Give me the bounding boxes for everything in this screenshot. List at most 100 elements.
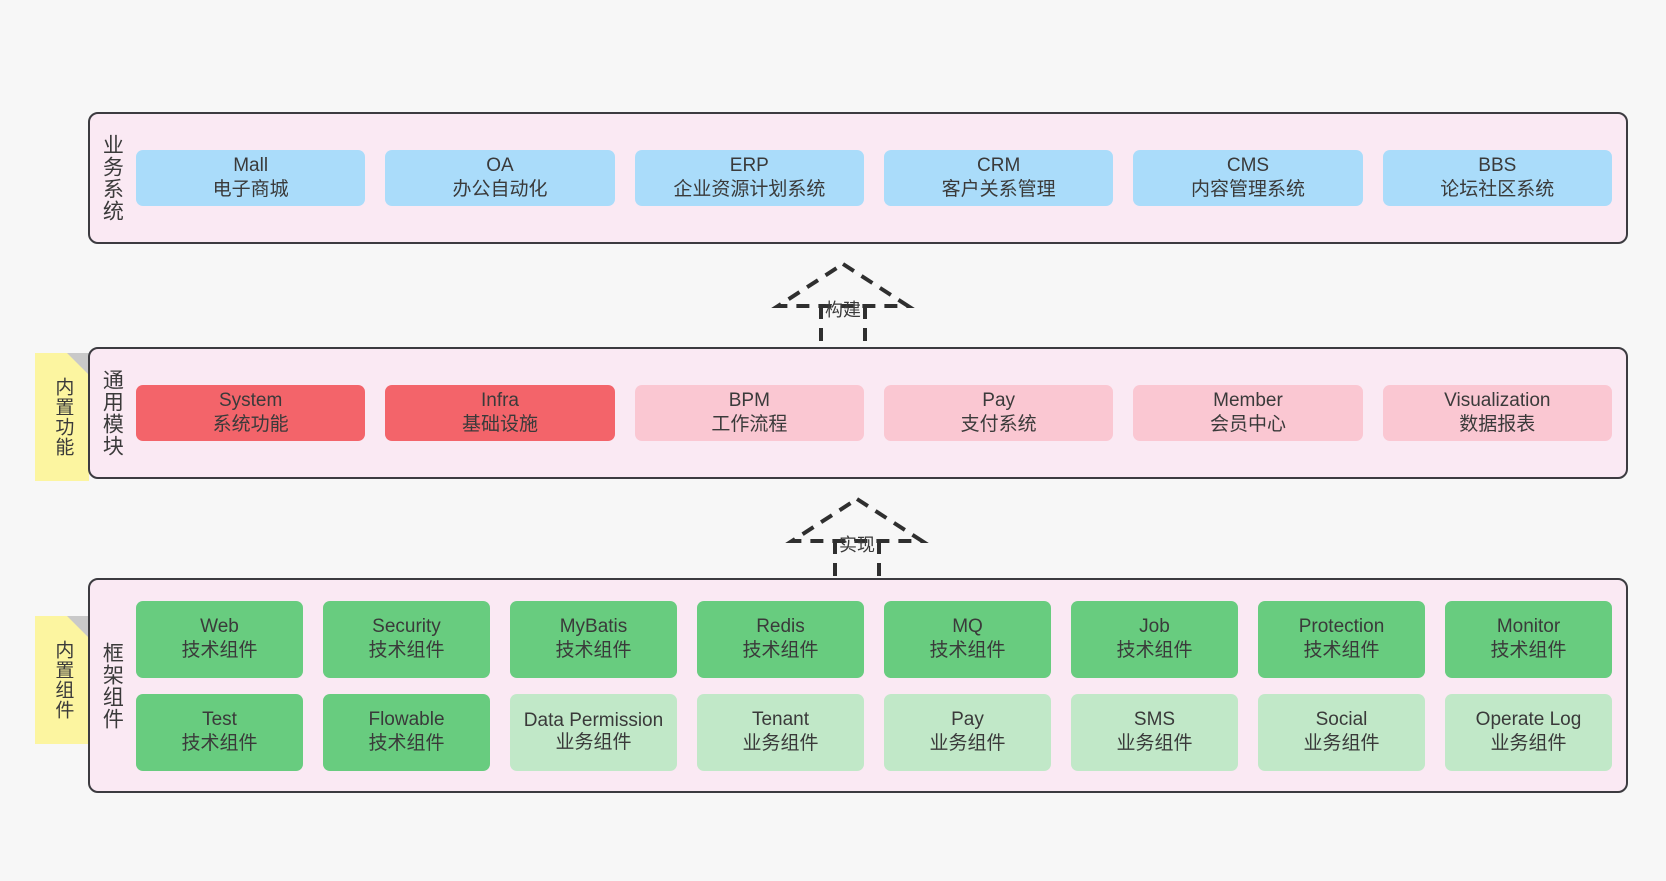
connector-implement: 实现	[772, 493, 942, 588]
card-subtitle: 技术组件	[1490, 640, 1567, 661]
card-subtitle: 会员中心	[1209, 414, 1286, 435]
component-card-tenant[interactable]: Tenant 业务组件	[697, 693, 864, 771]
component-card-mq[interactable]: MQ 技术组件	[884, 600, 1051, 678]
card-subtitle: 技术组件	[368, 640, 445, 661]
module-card-system[interactable]: System 系统功能	[136, 384, 366, 442]
card-subtitle: 内容管理系统	[1190, 179, 1305, 200]
module-card-bbs[interactable]: BBS 论坛社区系统	[1382, 149, 1612, 207]
component-card-security[interactable]: Security 技术组件	[323, 600, 490, 678]
card-subtitle: 技术组件	[181, 640, 258, 661]
note-label: 内置功能	[52, 377, 74, 457]
module-card-cms[interactable]: CMS 内容管理系统	[1133, 149, 1363, 207]
layer-row: System 系统功能 Infra 基础设施 BPM 工作流程 Pay 支付系统…	[136, 384, 1612, 442]
card-subtitle: 企业资源计划系统	[673, 179, 826, 200]
module-card-bpm[interactable]: BPM 工作流程	[634, 384, 864, 442]
card-subtitle: 基础设施	[461, 414, 538, 435]
module-card-pay[interactable]: Pay 支付系统	[883, 384, 1114, 442]
card-title: Mall	[233, 154, 269, 176]
card-subtitle: 系统功能	[212, 414, 289, 435]
card-title: SMS	[1133, 708, 1176, 730]
module-card-oa[interactable]: OA 办公自动化	[385, 149, 615, 207]
component-card-job[interactable]: Job 技术组件	[1071, 600, 1238, 678]
note-builtin-features: 内置功能	[35, 353, 89, 481]
card-title: Pay	[951, 708, 984, 730]
card-title: Pay	[982, 389, 1016, 411]
card-title: Flowable	[368, 708, 445, 730]
layer-row: Web 技术组件 Security 技术组件 MyBatis 技术组件 Redi…	[136, 600, 1612, 678]
layer-body-framework: Web 技术组件 Security 技术组件 MyBatis 技术组件 Redi…	[132, 580, 1626, 791]
card-subtitle: 办公自动化	[452, 179, 548, 200]
card-title: BBS	[1478, 154, 1517, 176]
layer-title-framework: 框架组件	[100, 641, 124, 730]
card-subtitle: 业务组件	[929, 733, 1006, 754]
layer-business-system: 业务系统 Mall 电子商城 OA 办公自动化 ERP 企业资源计划系统 CRM…	[88, 112, 1628, 244]
component-card-monitor[interactable]: Monitor 技术组件	[1445, 600, 1612, 678]
component-card-data-permission[interactable]: Data Permission 业务组件	[510, 693, 677, 771]
module-card-infra[interactable]: Infra 基础设施	[385, 384, 615, 442]
card-title: CRM	[977, 154, 1021, 176]
layer-common-modules: 通用模块 System 系统功能 Infra 基础设施 BPM 工作流程 Pay…	[88, 347, 1628, 479]
module-card-visualization[interactable]: Visualization 数据报表	[1382, 384, 1612, 442]
card-title: Protection	[1298, 615, 1385, 637]
component-card-mybatis[interactable]: MyBatis 技术组件	[510, 600, 677, 678]
card-title: Visualization	[1444, 389, 1551, 411]
card-subtitle: 技术组件	[1116, 640, 1193, 661]
card-subtitle: 工作流程	[711, 414, 788, 435]
card-title: CMS	[1226, 154, 1270, 176]
card-subtitle: 技术组件	[368, 733, 445, 754]
component-card-test[interactable]: Test 技术组件	[136, 693, 303, 771]
note-label: 内置组件	[52, 640, 74, 720]
card-title: Web	[200, 615, 239, 637]
card-subtitle: 业务组件	[555, 732, 632, 753]
card-title: OA	[486, 154, 514, 176]
card-title: MyBatis	[559, 615, 628, 637]
card-subtitle: 技术组件	[929, 640, 1006, 661]
card-title: Job	[1139, 615, 1170, 637]
folded-corner-icon	[67, 616, 89, 638]
layer-framework-components: 框架组件 Web 技术组件 Security 技术组件 MyBatis 技术组件…	[88, 578, 1628, 793]
card-title: Data Permission	[523, 710, 664, 732]
component-card-sms[interactable]: SMS 业务组件	[1071, 693, 1238, 771]
card-title: Operate Log	[1475, 708, 1582, 730]
card-subtitle: 技术组件	[742, 640, 819, 661]
component-card-social[interactable]: Social 业务组件	[1258, 693, 1425, 771]
component-card-operate-log[interactable]: Operate Log 业务组件	[1445, 693, 1612, 771]
layer-body-business: Mall 电子商城 OA 办公自动化 ERP 企业资源计划系统 CRM 客户关系…	[132, 114, 1626, 242]
folded-corner-icon	[67, 353, 89, 375]
layer-row: Test 技术组件 Flowable 技术组件 Data Permission …	[136, 693, 1612, 771]
card-title: BPM	[728, 389, 770, 411]
layer-title-business: 业务系统	[100, 134, 124, 222]
card-title: Security	[372, 615, 441, 637]
card-title: Test	[202, 708, 237, 730]
card-subtitle: 支付系统	[960, 414, 1037, 435]
component-card-pay[interactable]: Pay 业务组件	[884, 693, 1051, 771]
card-title: Infra	[480, 389, 519, 411]
layer-body-common: System 系统功能 Infra 基础设施 BPM 工作流程 Pay 支付系统…	[132, 349, 1626, 477]
module-card-member[interactable]: Member 会员中心	[1133, 384, 1363, 442]
component-card-flowable[interactable]: Flowable 技术组件	[323, 693, 490, 771]
connector-build: 构建	[758, 258, 928, 353]
layer-title-common: 通用模块	[100, 369, 124, 457]
card-title: Member	[1213, 389, 1283, 411]
card-title: System	[218, 389, 283, 411]
card-title: Redis	[756, 615, 805, 637]
connector-label-implement: 实现	[839, 535, 875, 555]
card-subtitle: 客户关系管理	[941, 179, 1056, 200]
card-title: MQ	[952, 615, 983, 637]
connector-label-build: 构建	[825, 300, 861, 320]
module-card-crm[interactable]: CRM 客户关系管理	[883, 149, 1114, 207]
card-subtitle: 技术组件	[1303, 640, 1380, 661]
module-card-erp[interactable]: ERP 企业资源计划系统	[634, 149, 864, 207]
card-title: Social	[1315, 708, 1368, 730]
component-card-protection[interactable]: Protection 技术组件	[1258, 600, 1425, 678]
card-subtitle: 技术组件	[181, 733, 258, 754]
card-subtitle: 业务组件	[1303, 733, 1380, 754]
card-subtitle: 电子商城	[212, 179, 289, 200]
component-card-web[interactable]: Web 技术组件	[136, 600, 303, 678]
card-subtitle: 数据报表	[1459, 414, 1536, 435]
card-title: ERP	[729, 154, 769, 176]
module-card-mall[interactable]: Mall 电子商城	[136, 149, 366, 207]
component-card-redis[interactable]: Redis 技术组件	[697, 600, 864, 678]
layer-row: Mall 电子商城 OA 办公自动化 ERP 企业资源计划系统 CRM 客户关系…	[136, 149, 1612, 207]
